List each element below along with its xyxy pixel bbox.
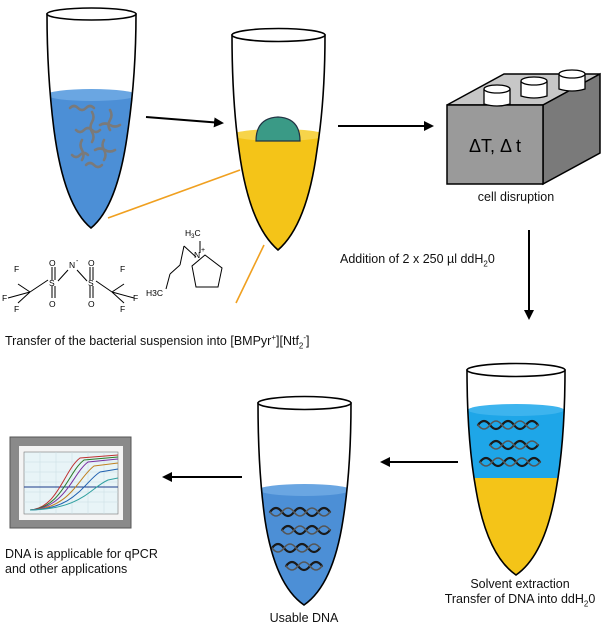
tube-solvent-extraction <box>466 362 566 576</box>
atom-s: S <box>88 278 94 288</box>
tube-ionic-liquid <box>231 27 326 252</box>
atom-s: S <box>49 278 55 288</box>
methyl-label-bottom: H3C <box>146 288 163 298</box>
atom-f: F <box>14 304 19 314</box>
label-usable-dna: Usable DNA <box>269 611 339 625</box>
atom-f: F <box>120 264 125 274</box>
charge-plus: + <box>201 247 205 254</box>
atom-f: F <box>133 293 138 303</box>
label-transfer-suspension: Transfer of the bacterial suspension int… <box>5 333 310 351</box>
atom-o: O <box>88 299 95 309</box>
atom-o: O <box>49 299 56 309</box>
methyl-label: H3C <box>185 228 201 240</box>
tube-bacterial-suspension <box>46 7 137 230</box>
bacteria-droplet <box>255 116 301 142</box>
bacteria-icon <box>68 104 122 169</box>
label-qpcr: DNA is applicable for qPCR and other app… <box>5 547 158 576</box>
arrow-1 <box>145 116 224 128</box>
yellow-liquid <box>232 135 325 250</box>
atom-o: O <box>49 258 56 268</box>
bmpyr-cation-atoms: N + H3C H3C <box>146 228 205 298</box>
atom-f: F <box>2 293 7 303</box>
atom-n: N <box>69 260 75 270</box>
label-solvent-extraction: Solvent extraction Transfer of DNA into … <box>444 577 596 609</box>
atom-o: O <box>88 258 95 268</box>
dna-solution <box>258 490 351 605</box>
label-cell-disruption: cell disruption <box>477 190 555 204</box>
orange-guide-left <box>107 169 241 219</box>
tube-usable-dna <box>257 395 352 606</box>
ntf2-anion-atoms: F F F S O O N - S O O F F F <box>2 258 138 314</box>
heating-symbols: ΔT, Δ t <box>469 136 521 156</box>
atom-f: F <box>120 304 125 314</box>
atom-f: F <box>14 264 19 274</box>
aqueous-phase <box>467 410 565 480</box>
charge-minus: - <box>76 258 79 265</box>
qpcr-plot-thumbnail <box>9 436 132 529</box>
orange-guide-right <box>235 244 265 304</box>
atom-n: N <box>194 250 200 260</box>
heating-block-icon <box>446 69 601 186</box>
ntf2-anion-structure <box>7 267 135 304</box>
bmpyr-cation-structure <box>165 241 223 290</box>
dna-icon <box>268 506 332 572</box>
label-addition: Addition of 2 x 250 µl ddH20 <box>340 252 495 269</box>
dna-icon <box>476 419 542 468</box>
